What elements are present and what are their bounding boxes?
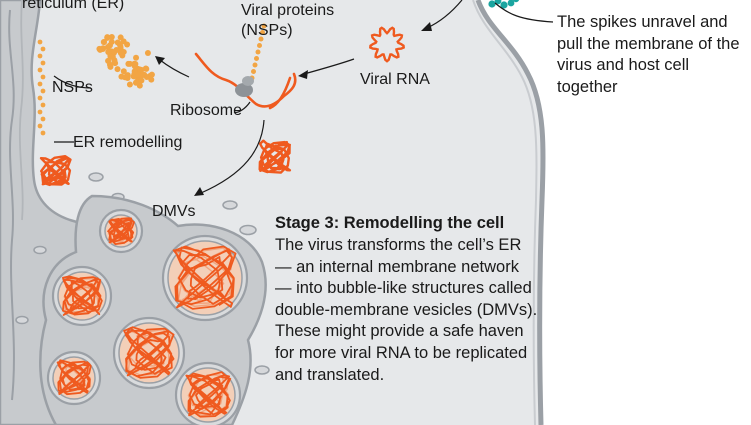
er-label: reticulum (ER) bbox=[22, 0, 125, 12]
cell-membrane bbox=[475, 0, 546, 425]
er-remodelling-label: ER remodelling bbox=[73, 134, 183, 151]
stage-3-caption: Stage 3: Remodelling the cell The virus … bbox=[275, 213, 540, 386]
virus-spike-fragment bbox=[488, 0, 520, 9]
flow-arrows bbox=[53, 0, 554, 194]
viral-proteins-sub-label: (NSPs) bbox=[241, 22, 293, 39]
ribosome-icon bbox=[235, 76, 254, 97]
dmvs-label: DMVs bbox=[152, 203, 196, 220]
nsps-label: NSPs bbox=[52, 79, 93, 96]
viral-proteins-label: Viral proteins bbox=[241, 2, 335, 19]
nsp-protein-clusters bbox=[37, 23, 267, 136]
dmv-vesicles bbox=[46, 208, 249, 425]
viral-rna-ring bbox=[369, 26, 405, 63]
viral-rna-label: Viral RNA bbox=[360, 71, 430, 88]
stage-body: The virus transforms the cell’s ER — an … bbox=[275, 236, 538, 384]
free-viral-rna bbox=[258, 139, 292, 174]
rna-strand bbox=[194, 52, 297, 110]
arrowheads bbox=[155, 22, 432, 196]
stage-title: Stage 3: Remodelling the cell bbox=[275, 214, 505, 232]
er-remodelling-rna bbox=[39, 155, 72, 187]
ribosome-label: Ribosome bbox=[170, 102, 243, 119]
spike-annotation: The spikes unravel and pull the membrane… bbox=[557, 13, 740, 96]
